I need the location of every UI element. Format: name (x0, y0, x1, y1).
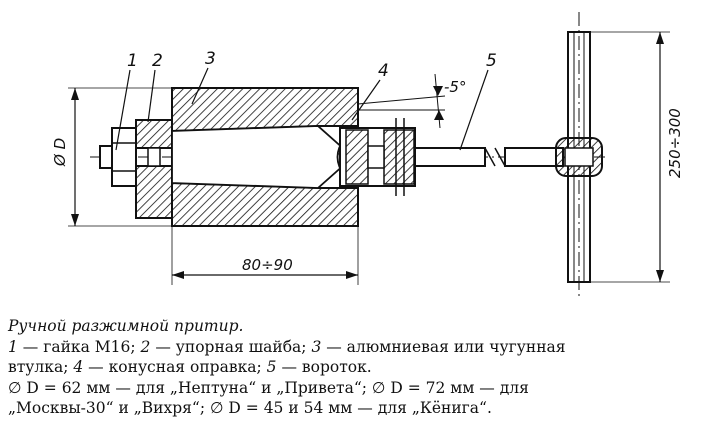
handle-label: 250÷300 (666, 108, 684, 178)
label-1: 1 (127, 51, 138, 71)
angle-label: -5° (444, 78, 466, 96)
handle-dimension (590, 31, 670, 283)
tapered-mandrel (171, 118, 416, 196)
thrust-washer (135, 119, 173, 219)
caption-line-1: 1 — гайка М16; 2 — упорная шайба; 3 — ал… (8, 337, 566, 356)
label-2: 2 (152, 51, 163, 71)
nut-m16 (99, 127, 137, 187)
label-4: 4 (378, 61, 389, 81)
caption-line-3: ∅ D = 62 мм — для „Нептуна“ и „Привета“;… (8, 378, 529, 397)
t-bar-handle (555, 12, 603, 298)
part-leaders (115, 67, 489, 151)
technical-drawing: Ø D 80÷90 250÷300 -5° 1 2 3 4 5 (51, 12, 684, 298)
diameter-label: Ø D (51, 138, 69, 167)
handle-shaft (414, 147, 564, 167)
caption-line-4: „Москвы-30“ и „Вихря“; ∅ D = 45 и 54 мм … (8, 399, 492, 417)
length-dimension (171, 226, 359, 285)
caption-title: Ручной разжимной притир. (8, 317, 244, 335)
length-label: 80÷90 (242, 256, 293, 274)
caption-line-2: втулка; 4 — конусная оправка; 5 — ворото… (8, 358, 372, 376)
angle-dimension (357, 73, 446, 129)
lapping-sleeve (171, 87, 359, 227)
label-5: 5 (486, 51, 497, 71)
label-3: 3 (205, 49, 216, 69)
diameter-dimension (68, 87, 172, 227)
figure-caption: Ручной разжимной притир. 1 — гайка М16; … (8, 316, 708, 419)
